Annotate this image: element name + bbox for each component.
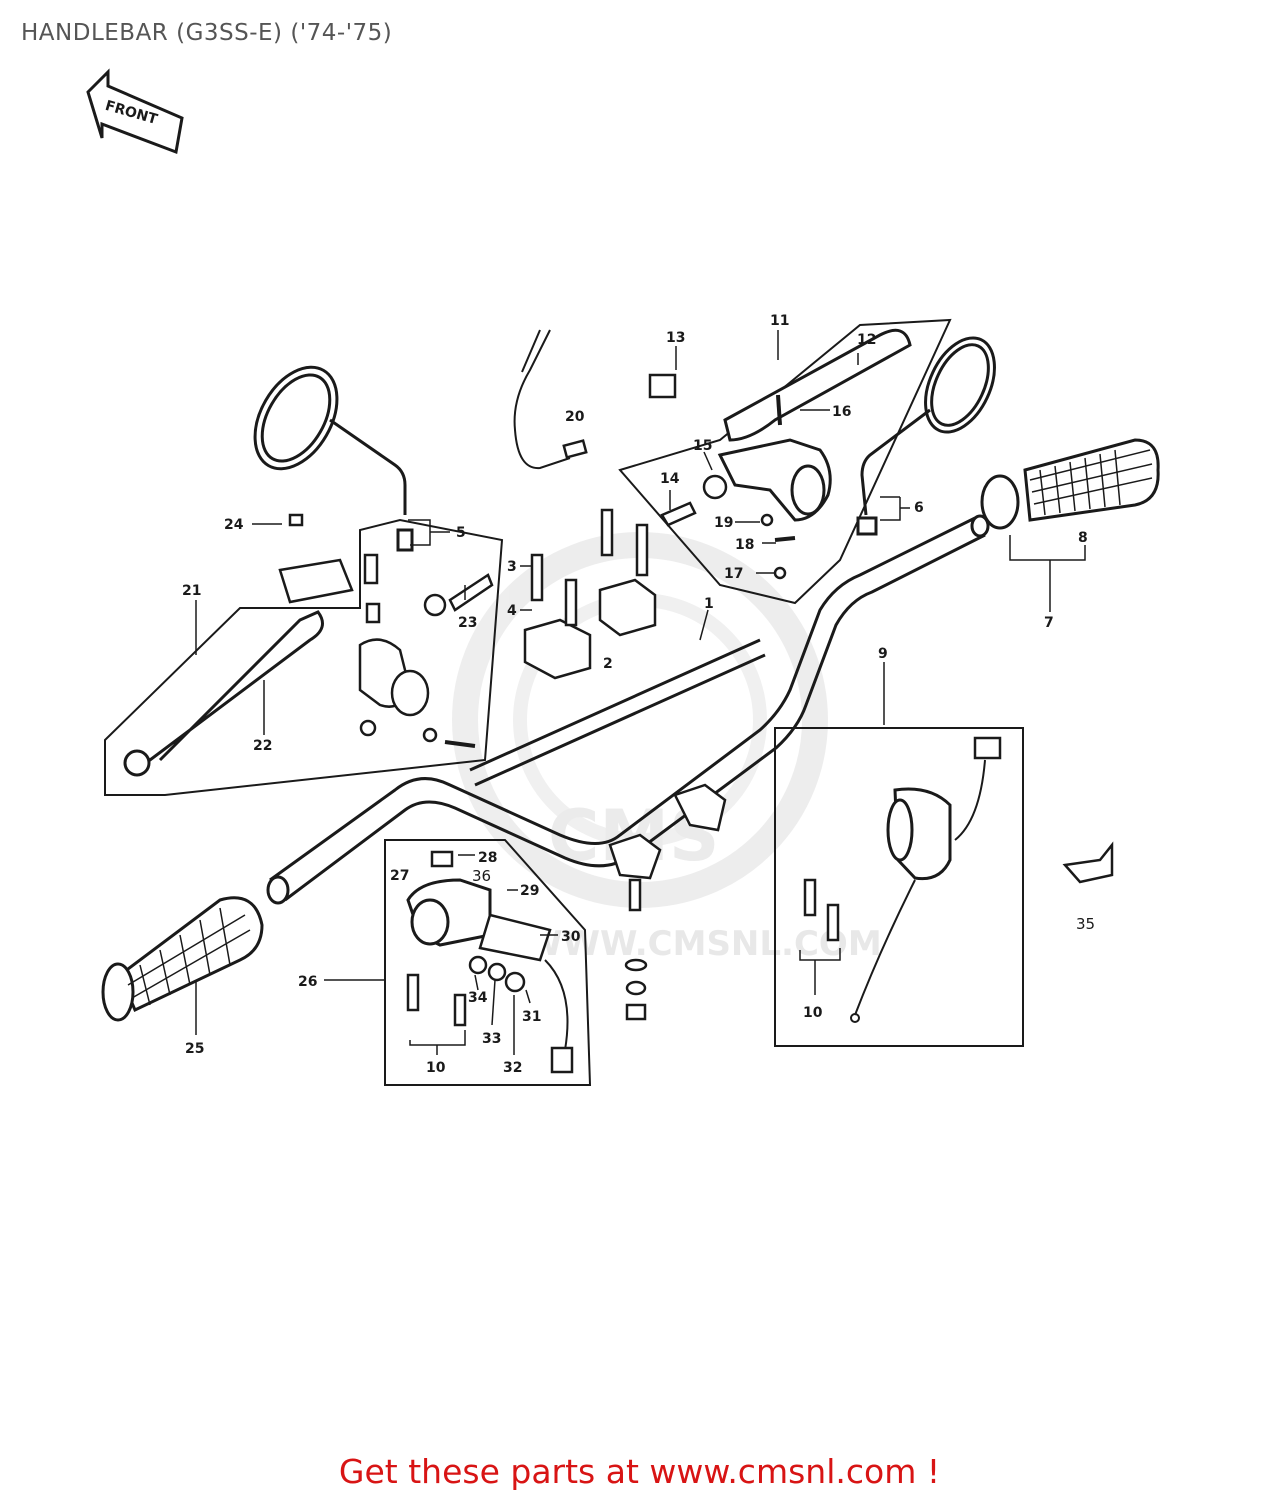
- callout-17: 17: [724, 566, 743, 582]
- callout-26: 26: [298, 974, 317, 990]
- callout-25: 25: [185, 1041, 204, 1057]
- callout-3: 3: [507, 559, 517, 575]
- callout-19: 19: [714, 515, 733, 531]
- left-switch-box: [384, 839, 592, 1086]
- callout-1: 1: [704, 596, 714, 612]
- left-grip: [101, 896, 264, 1022]
- page-title: HANDLEBAR (G3SS-E) ('74-'75): [21, 20, 393, 46]
- callout-33: 33: [482, 1031, 501, 1047]
- callout-7: 7: [1044, 615, 1054, 631]
- callout-23: 23: [458, 615, 477, 631]
- callout-20: 20: [565, 409, 585, 425]
- callout-5: 5: [456, 525, 466, 541]
- left-lever-holder: [278, 513, 494, 748]
- callout-31: 31: [522, 1009, 541, 1025]
- left-lever-group: [104, 518, 504, 796]
- cms-watermark: CMS WWW.CMSNL.COM: [452, 532, 882, 964]
- callout-32: 32: [503, 1060, 522, 1076]
- wire-20: [513, 329, 588, 470]
- callout-30: 30: [561, 929, 581, 945]
- callout-18: 18: [735, 537, 754, 553]
- footer-cta[interactable]: Get these parts at www.cmsnl.com !: [338, 1452, 941, 1491]
- callout-28: 28: [478, 850, 497, 866]
- callout-11: 11: [770, 313, 789, 329]
- callout-14: 14: [660, 471, 680, 487]
- right-switch-box: [774, 727, 1024, 1047]
- callout-24: 24: [224, 517, 244, 533]
- callout-13: 13: [666, 330, 685, 346]
- callout-8: 8: [1078, 530, 1088, 546]
- callout-6: 6: [914, 500, 924, 516]
- callout-9: 9: [878, 646, 888, 662]
- callout-4: 4: [507, 603, 517, 619]
- leader-lines: [195, 330, 1086, 1055]
- callout-10-right: 10: [803, 1005, 823, 1021]
- callout-27: 27: [390, 868, 409, 884]
- callout-22: 22: [253, 738, 272, 754]
- callout-15: 15: [693, 438, 712, 454]
- callout-21: 21: [182, 583, 201, 599]
- bracket-35: [1062, 841, 1114, 884]
- front-arrow: FRONT: [86, 68, 184, 155]
- callout-29: 29: [520, 883, 539, 899]
- clamp-upper: [523, 508, 657, 680]
- right-lever-group: [618, 318, 952, 605]
- callout-35: 35: [1076, 915, 1095, 933]
- clamp-lower: [608, 783, 727, 1021]
- right-grip: [980, 438, 1160, 530]
- callout-12: 12: [857, 332, 876, 348]
- callout-labels: 1 2 3 4 5 6 7 8 9 10 10 11 12 13 14 15 1…: [182, 313, 1095, 1076]
- left-mirror: [253, 365, 414, 552]
- callout-2: 2: [603, 656, 613, 672]
- callout-10-left: 10: [426, 1060, 446, 1076]
- callout-34: 34: [468, 990, 488, 1006]
- callout-36: 36: [472, 867, 491, 885]
- callout-16: 16: [832, 404, 851, 420]
- right-mirror: [856, 336, 996, 536]
